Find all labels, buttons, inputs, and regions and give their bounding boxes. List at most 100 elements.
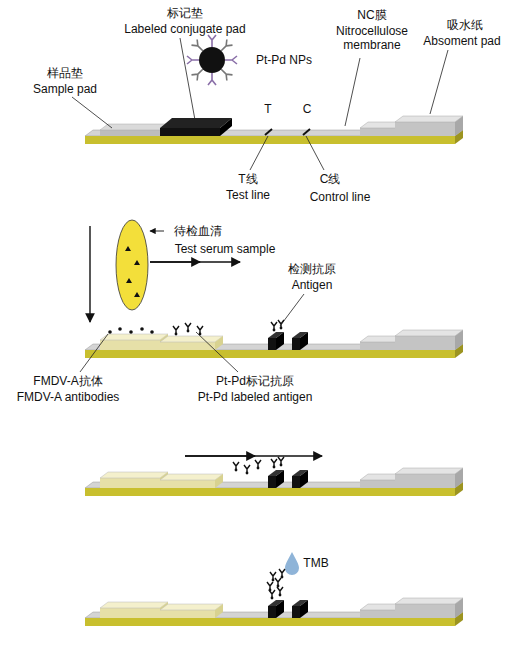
flow-arrow (185, 455, 255, 456)
antibody-dots (150, 330, 154, 334)
part-label: Pt-Pd标记抗原 (216, 374, 294, 388)
test-strip (85, 457, 463, 496)
part-label: 样品垫 (47, 66, 83, 80)
nanoparticle-icon (208, 35, 216, 47)
part-label: T (264, 102, 271, 116)
leader-line (196, 332, 238, 372)
capture-antigen (271, 322, 277, 331)
leader-line (345, 58, 360, 126)
part-label: 标记垫 (167, 6, 203, 20)
leader-line (72, 38, 448, 170)
serum-drop (126, 278, 132, 283)
antibody-dots (129, 330, 133, 334)
control-line (303, 129, 310, 135)
serum-drop (125, 246, 131, 251)
serum-drop (125, 246, 140, 297)
leader-line (72, 97, 112, 128)
leader-line (80, 294, 304, 372)
flow-arrow (89, 226, 90, 322)
captured-complex (279, 569, 285, 578)
antibody-dots (108, 327, 154, 334)
part-label: TMB (303, 556, 328, 570)
part-label: 待检血清 (174, 224, 222, 238)
leader-line (280, 294, 304, 326)
antibody-dots (140, 327, 144, 331)
part-label: Test serum sample (175, 242, 276, 256)
nanoparticle-icon (208, 73, 216, 85)
leader-line (180, 38, 195, 120)
part-label: Antigen (292, 278, 333, 292)
nanoparticle-icon (187, 35, 237, 85)
sample-pad (100, 130, 165, 136)
flow-arrow (150, 261, 200, 262)
labeled-antigen (173, 323, 203, 335)
migrating-complex (244, 465, 250, 474)
labeled-antigen (173, 326, 179, 335)
part-label: 检测抗原 (288, 262, 336, 276)
strip-pads (100, 470, 308, 488)
part-label: FMDV-A antibodies (17, 390, 120, 404)
leader-line (430, 50, 448, 114)
test-strip (85, 569, 463, 626)
strip-pads (100, 600, 308, 618)
test-strip (85, 320, 463, 358)
captured-complex (267, 569, 285, 599)
part-label: C线 (320, 172, 341, 186)
nanoparticle-icon (199, 47, 225, 73)
captured-complex (270, 572, 276, 581)
labeled-antigen (185, 323, 191, 332)
migrating-complex (255, 460, 261, 469)
tmb-drop (285, 552, 299, 575)
strip-backing (85, 116, 463, 144)
flow-arrow (185, 455, 322, 456)
part-label: Absoment pad (423, 34, 500, 48)
part-label: Sample pad (33, 82, 97, 96)
conjugate-pad (160, 118, 232, 136)
antibody-dots (108, 330, 112, 334)
strip-backing (85, 598, 463, 626)
part-label: FMDV-A抗体 (33, 374, 102, 388)
captured-complex (269, 590, 275, 599)
part-label: Pt-Pd NPs (256, 53, 312, 67)
captured-complex (275, 578, 281, 587)
part-label: T线 (238, 172, 257, 186)
nanoparticle-icon (187, 56, 199, 64)
part-label: Nitrocellulose membrane (326, 24, 418, 52)
leader-line (306, 136, 324, 170)
migrating-complex (278, 457, 284, 466)
test-line (265, 129, 272, 135)
test-strip (85, 116, 463, 144)
serum-drop (116, 220, 148, 310)
serum-drop (116, 220, 148, 310)
part-label: 吸水纸 (447, 18, 483, 32)
part-label: Test line (226, 188, 270, 202)
nanoparticle-icon (187, 35, 237, 85)
conjugate-pad (220, 118, 232, 136)
conjugate-pad (160, 118, 232, 128)
strip-pads (100, 332, 308, 350)
part-label: Labeled conjugate pad (124, 22, 245, 36)
serum-drop (134, 260, 140, 265)
captured-complex (267, 582, 273, 591)
flow-arrow (150, 261, 240, 262)
nanoparticle-icon (225, 56, 237, 64)
strip-backing (85, 330, 463, 358)
serum-drop (134, 292, 140, 297)
migrating-complex (233, 462, 239, 471)
conjugate-pad (160, 128, 220, 136)
migrating-complex (233, 457, 284, 474)
part-label: Pt-Pd labeled antigen (198, 390, 313, 404)
strip-backing (85, 468, 463, 496)
antibody-dots (118, 327, 122, 331)
leader-line (250, 136, 268, 170)
part-label: NC膜 (357, 8, 386, 22)
captured-complex (277, 587, 283, 596)
flow-arrow (185, 455, 322, 456)
flow-arrow (150, 231, 164, 232)
migrating-complex (271, 459, 277, 468)
part-label: Control line (310, 190, 371, 204)
flow-arrow (90, 226, 240, 322)
